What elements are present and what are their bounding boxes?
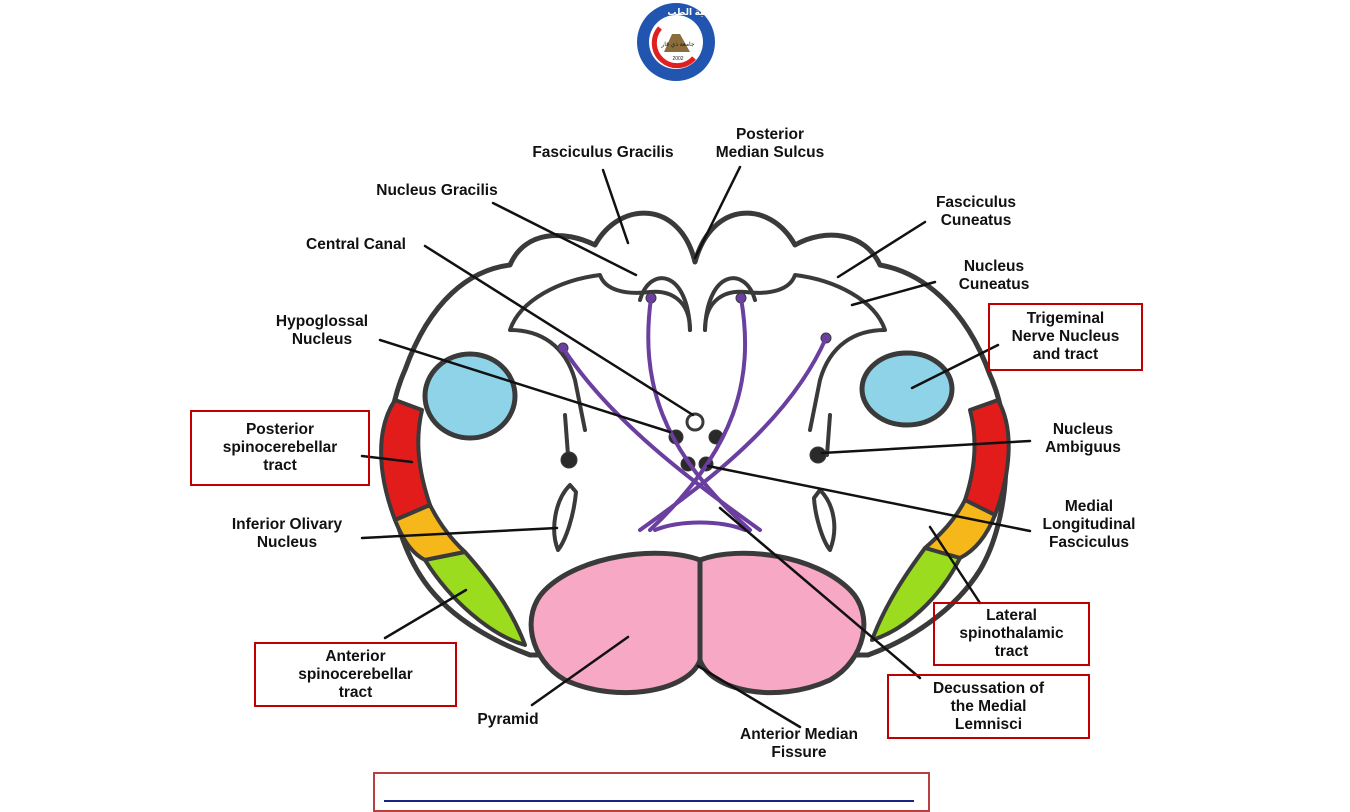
medulla-outline <box>386 210 1009 658</box>
label-inferior-olivary: Inferior Olivary Nucleus <box>231 516 343 551</box>
label-pyramid: Pyramid <box>477 711 539 728</box>
bottom-frame <box>373 772 930 812</box>
trigeminal-left <box>422 351 518 441</box>
trigeminal-right <box>859 350 955 428</box>
grey-matter-outline <box>508 273 887 432</box>
ant-spinocerebellar-left <box>423 550 527 647</box>
label-nucleus-ambiguus: Nucleus Ambiguus <box>1045 421 1121 456</box>
label-fasciculus-cuneatus: Fasciculus Cuneatus <box>935 194 1017 229</box>
college-logo: كلية الطب جامعة ذي قار 2002 <box>637 3 715 81</box>
nucleus-ambiguus-left <box>560 451 578 469</box>
label-posterior-spinocerebellar: Posterior spinocerebellar tract <box>190 410 370 486</box>
bottom-rule <box>384 800 914 802</box>
logo-arabic-top: كلية الطب <box>667 7 713 17</box>
olive-left <box>552 483 578 552</box>
label-lateral-spinothalamic: Lateral spinothalamic tract <box>933 602 1090 666</box>
label-anterior-spinocerebellar: Anterior spinocerebellar tract <box>254 642 457 707</box>
olive-right <box>812 488 837 552</box>
logo-arabic-center: جامعة ذي قار <box>660 41 694 48</box>
nucleus-ambiguus-right <box>809 446 827 464</box>
label-anterior-median-fissure: Anterior Median Fissure <box>740 726 858 761</box>
internal-arcuate-fibres <box>561 296 828 532</box>
ant-spinocerebellar-right <box>870 546 962 642</box>
central-canal <box>685 412 705 432</box>
label-trigeminal: Trigeminal Nerve Nucleus and tract <box>988 303 1143 371</box>
pyramid-left <box>528 550 703 696</box>
medulla-section <box>379 210 1011 696</box>
label-fasciculus-gracilis: Fasciculus Gracilis <box>532 144 674 161</box>
label-decussation: Decussation of the Medial Lemnisci <box>887 674 1090 739</box>
label-nucleus-gracilis: Nucleus Gracilis <box>376 182 498 199</box>
leader-lines <box>360 165 1032 729</box>
label-central-canal: Central Canal <box>306 236 406 253</box>
label-nucleus-cuneatus: Nucleus Cuneatus <box>958 258 1030 293</box>
label-medial-longitudinal: Medial Longitudinal Fasciculus <box>1042 498 1136 551</box>
label-posterior-median-sulcus: Posterior Median Sulcus <box>715 126 825 161</box>
label-hypoglossal-nucleus: Hypoglossal Nucleus <box>275 313 369 348</box>
logo-year: 2002 <box>672 56 683 62</box>
